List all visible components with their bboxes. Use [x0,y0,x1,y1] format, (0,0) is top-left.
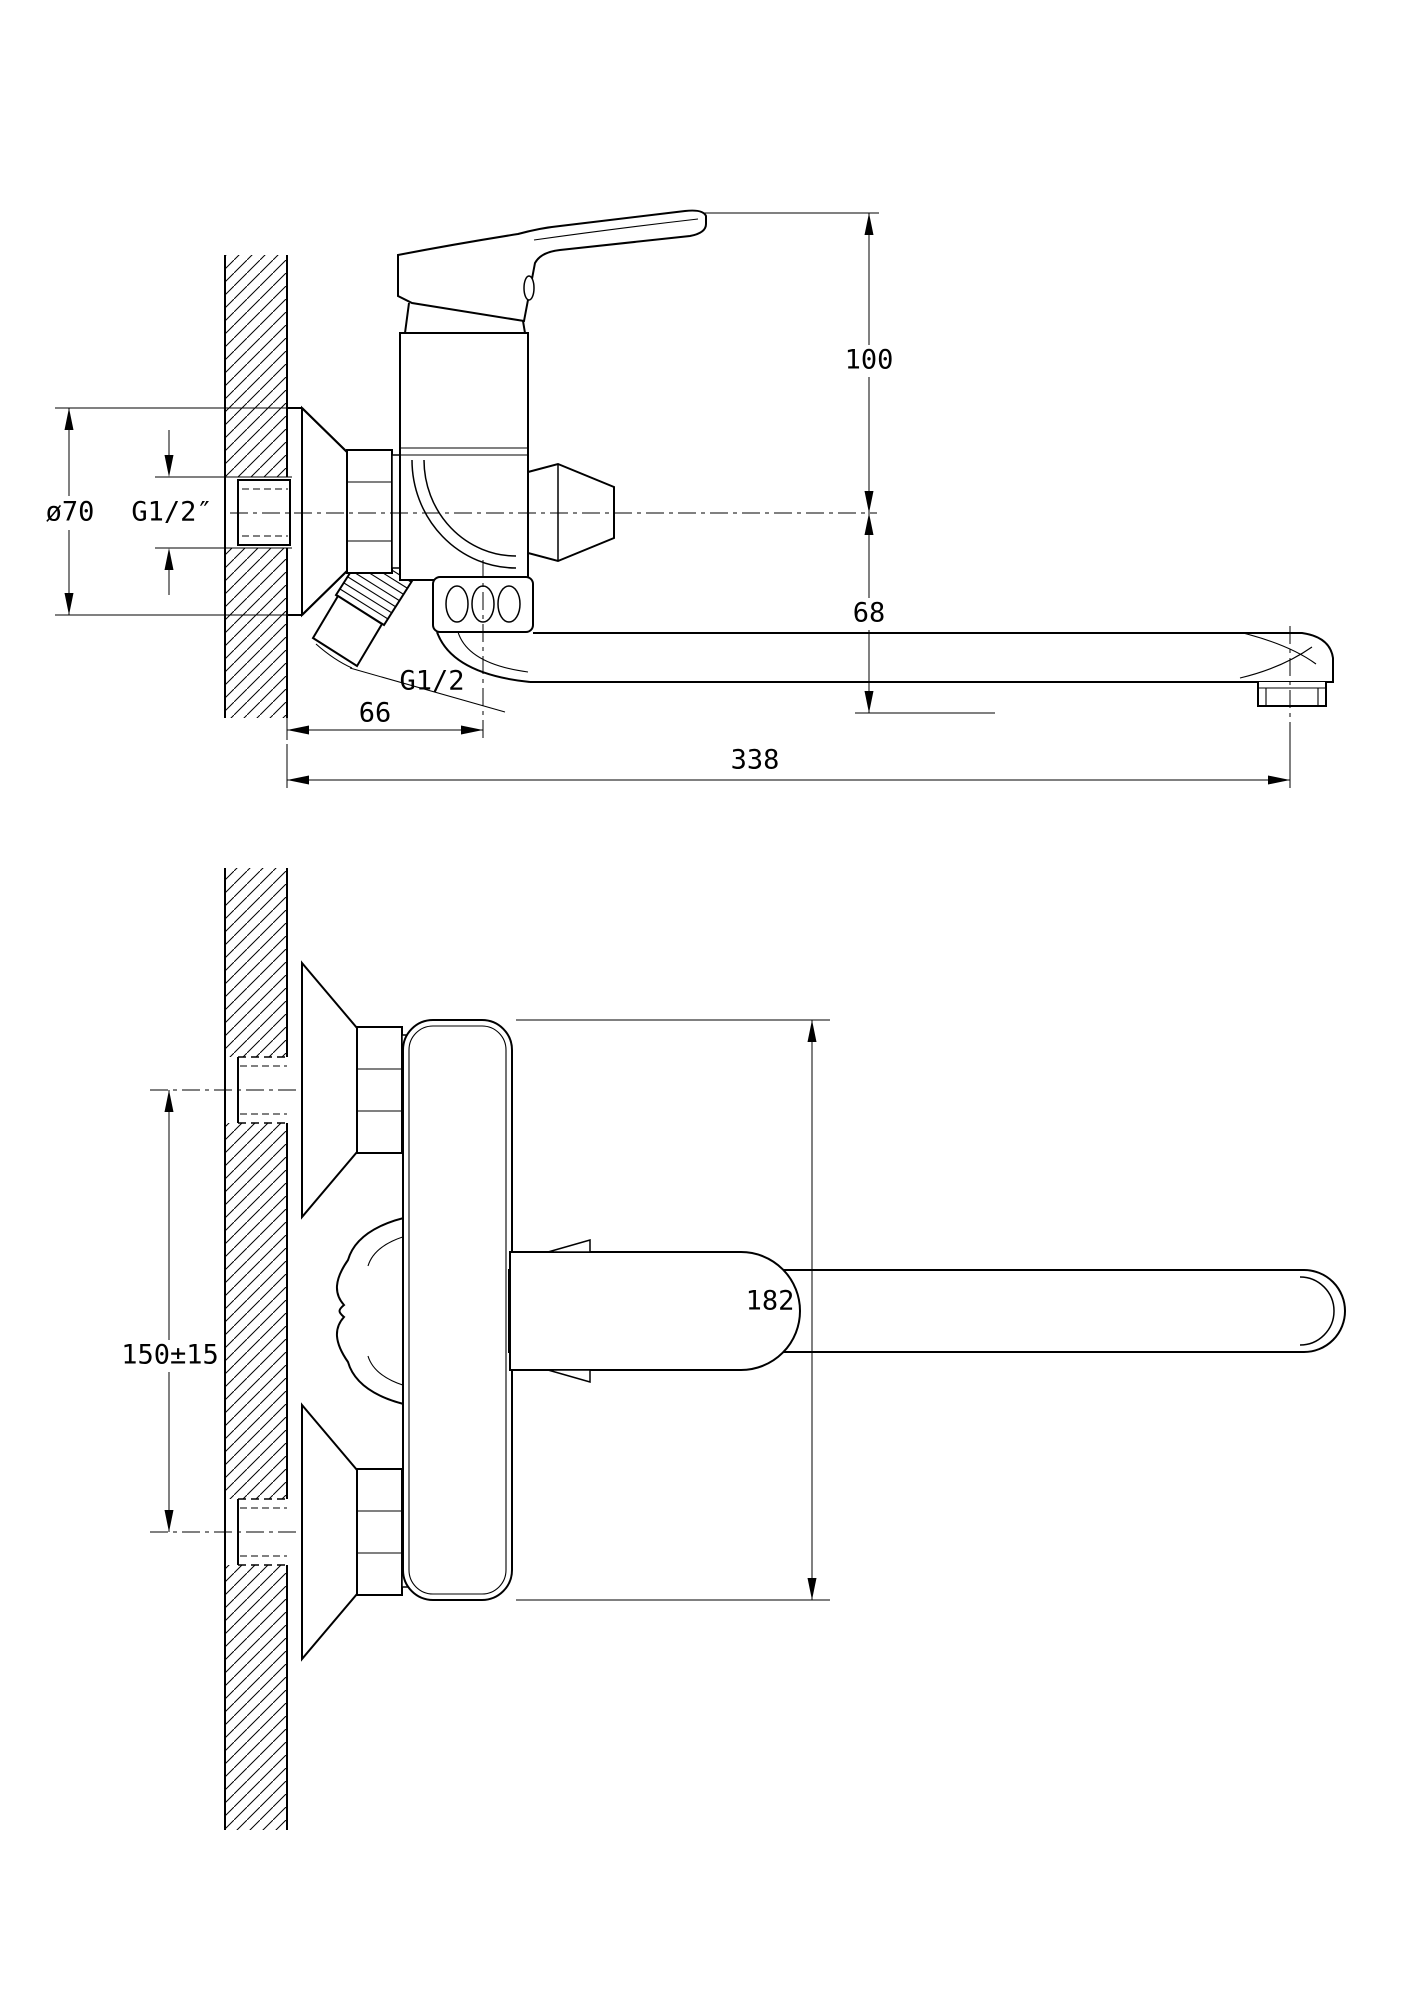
dimension-182: 182 [516,1019,830,1601]
dim-label-dia70: ø70 [46,497,95,528]
upper-escutcheon [301,960,409,1220]
dimension-68: 68 [853,513,995,714]
lever-handle-side [397,209,707,323]
dim-label-g12-shower: G1/2 [399,666,464,697]
dimension-150: 150±15 [121,1090,219,1532]
aerator [1257,682,1327,707]
lower-escutcheon [301,1402,409,1662]
diverter-knob [527,462,615,563]
escutcheon-side [287,405,348,618]
dimension-66: 66 [286,698,483,740]
dimension-g12-wall: G1/2″ [131,430,292,595]
label-g12-shower: G1/2 [349,666,506,713]
handle-pivot-dot [523,275,535,301]
dim-label-68: 68 [853,598,886,629]
dimension-338: 338 [286,722,1291,788]
side-view: ø70 G1/2″ 100 68 G1/2 [46,209,1334,788]
mixer-body-plan [402,1019,513,1601]
plan-view: 150±15 182 [121,868,1346,1830]
dim-label-182: 182 [746,1286,795,1317]
dim-label-338: 338 [731,745,780,776]
dim-label-66: 66 [359,698,392,729]
dimension-dia70: ø70 [46,407,302,616]
wall-section-plan [224,868,288,1830]
wall-pipe-inlet [237,479,291,546]
wall-section-side [224,255,288,718]
dim-label-150: 150±15 [121,1340,219,1371]
lever-handle-plan [509,1239,801,1383]
dimension-100: 100 [702,212,894,513]
spout-side [436,626,1334,722]
mixer-body-side [399,302,529,581]
dim-label-g12-wall: G1/2″ [131,497,212,528]
dim-label-100: 100 [845,345,894,376]
hex-nut-side [346,449,401,574]
